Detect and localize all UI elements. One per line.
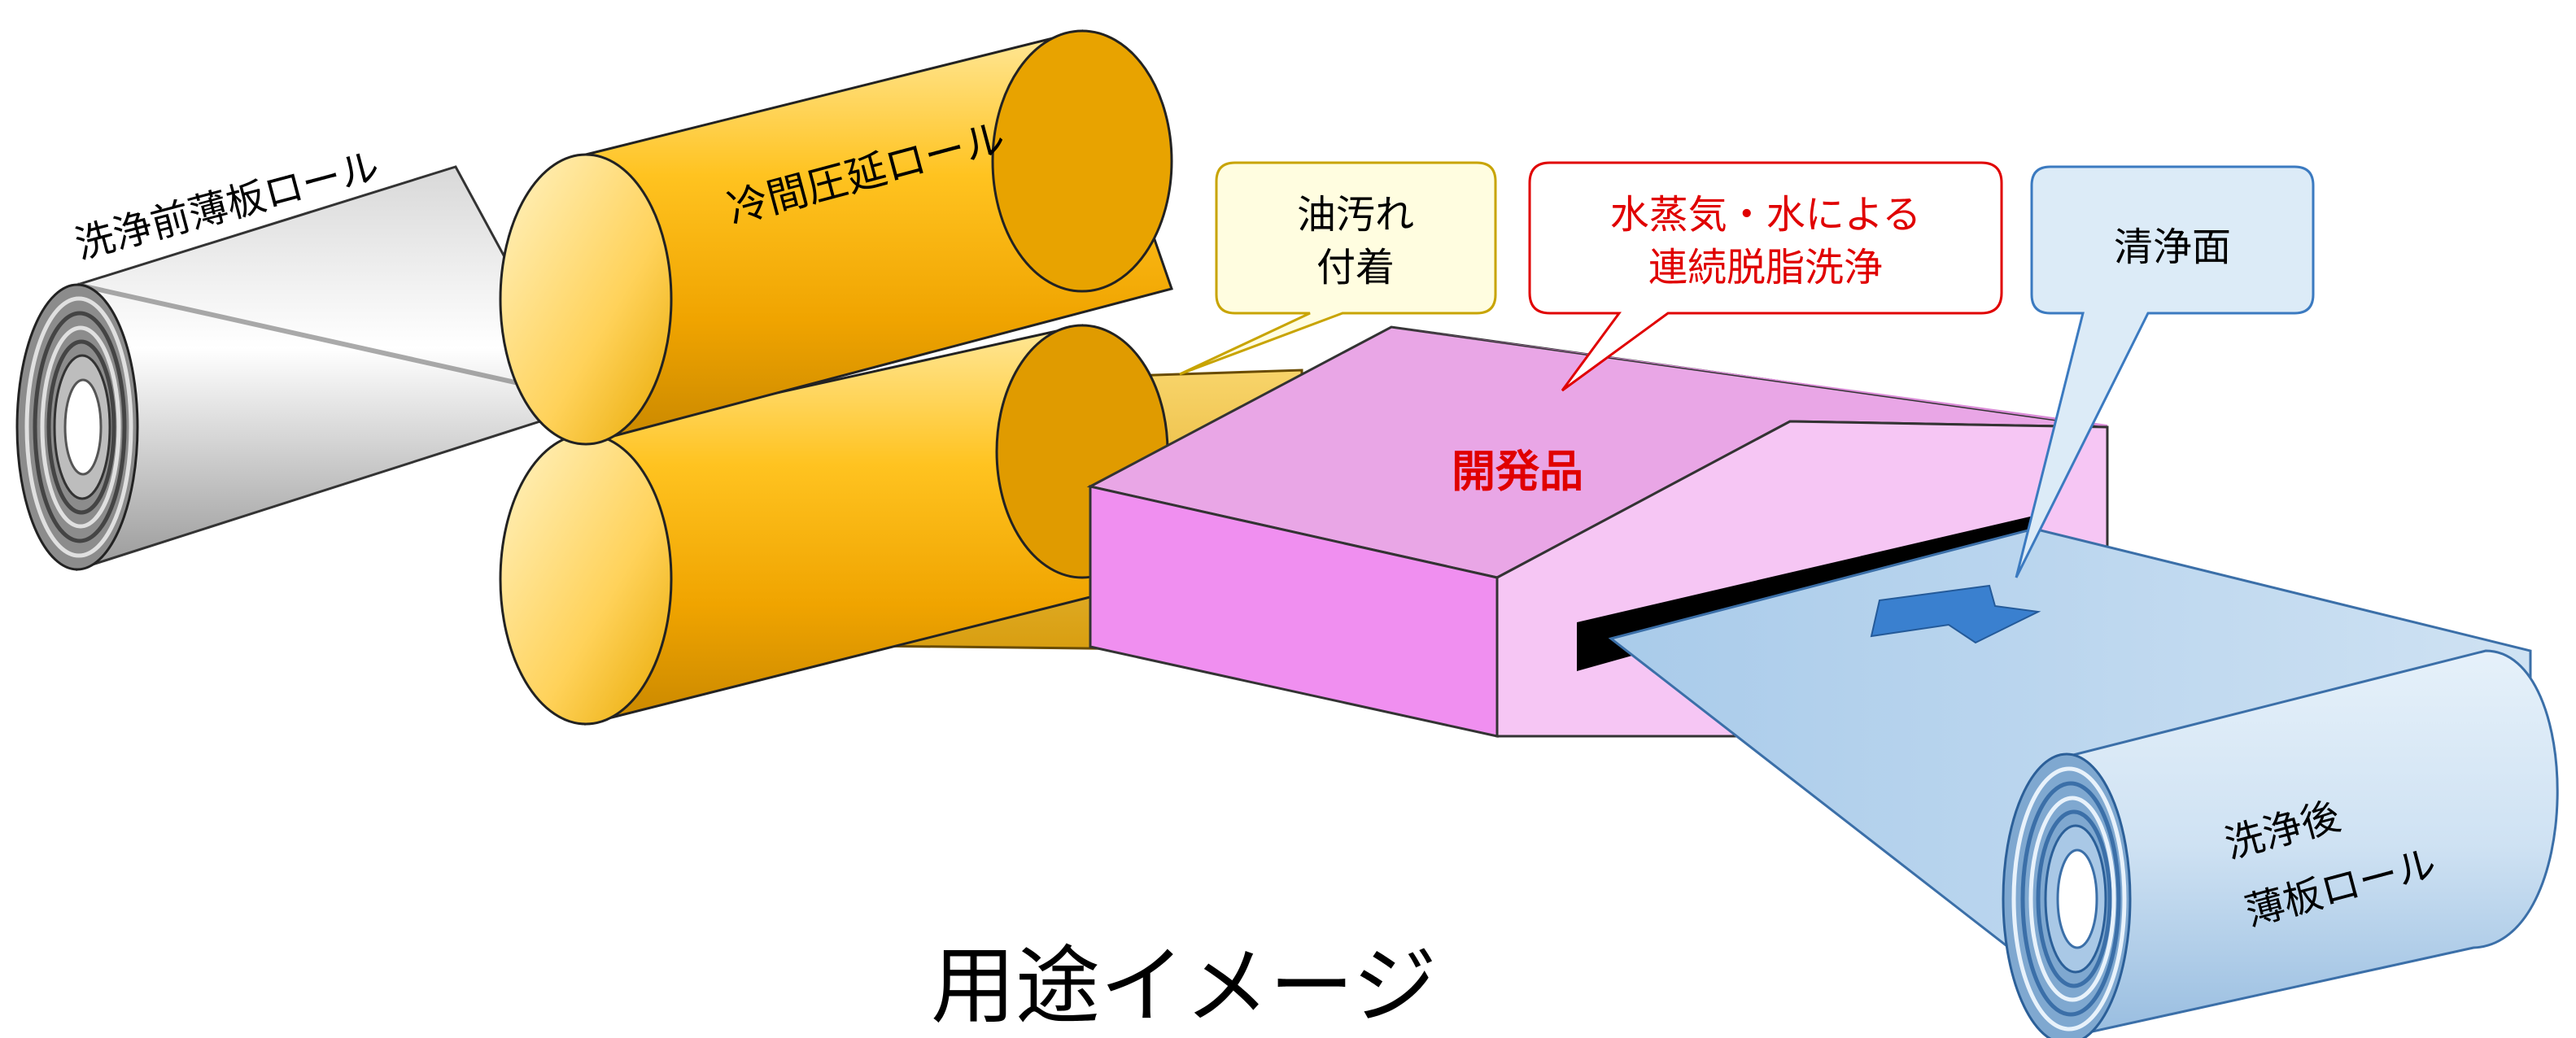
callout-cleaning: 水蒸気・水による 連続脱脂洗浄 bbox=[1528, 161, 2003, 392]
callout-oil: 油汚れ 付着 bbox=[1179, 161, 1497, 376]
lower-rolling-roll bbox=[499, 324, 1169, 726]
after-roll bbox=[1608, 527, 2559, 1038]
diagram-title: 用途イメージ bbox=[931, 936, 1437, 1036]
product-label: 開発品 bbox=[1452, 446, 1583, 497]
callout-clean-surface-text: 清浄面 bbox=[2114, 225, 2231, 270]
callout-oil-line2: 付着 bbox=[1316, 245, 1395, 290]
callout-oil-line1: 油汚れ bbox=[1297, 192, 1414, 238]
callout-cleaning-line2: 連続脱脂洗浄 bbox=[1648, 245, 1883, 290]
callout-clean-surface: 清浄面 bbox=[2015, 165, 2315, 578]
direction-arrow-icon bbox=[1870, 584, 2041, 644]
upper-rolling-roll bbox=[499, 29, 1173, 446]
callout-cleaning-line1: 水蒸気・水による bbox=[1610, 192, 1922, 238]
before-roll bbox=[15, 165, 588, 572]
